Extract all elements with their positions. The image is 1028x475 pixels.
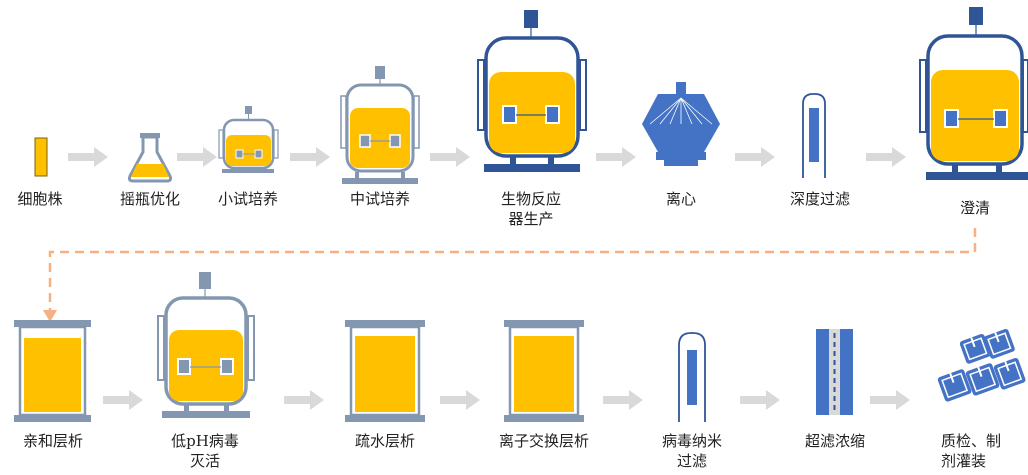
small-reactor-icon	[218, 106, 279, 173]
flow-arrow	[68, 147, 108, 167]
dashed-connector	[43, 228, 977, 322]
step-label-cell-strain: 细胞株	[17, 190, 63, 208]
flow-arrow	[596, 147, 636, 167]
step-label-centrifuge: 离心	[665, 190, 696, 208]
step-label-low-ph-inactivation: 低pH病毒 灭活	[171, 432, 239, 470]
cell-strain-icon	[34, 137, 48, 177]
hydrophobic-column-icon	[345, 320, 425, 422]
flow-arrow	[103, 390, 143, 410]
flow-arrow	[430, 147, 470, 167]
bioreactor-icon	[477, 10, 587, 172]
step-label-small-scale-culture: 小试培养	[217, 190, 278, 208]
flow-arrow	[870, 390, 910, 410]
flow-arrow	[290, 147, 330, 167]
step-label-affinity-chromatography: 亲和层析	[22, 432, 83, 450]
affinity-column-icon	[14, 320, 91, 422]
shake-flask-icon	[127, 133, 173, 183]
ultrafiltration-module-icon	[816, 329, 853, 415]
step-label-shake-flask: 摇瓶优化	[119, 190, 180, 208]
clarification-tank-icon	[919, 7, 1028, 180]
flow-arrow	[284, 390, 324, 410]
flow-arrow	[603, 390, 643, 410]
step-label-bioreactor-production: 生物反应 器生产	[500, 190, 561, 228]
step-label-hydrophobic-chromatography: 疏水层析	[354, 432, 415, 450]
ion-exchange-column-icon	[504, 320, 584, 422]
nanofilter-icon	[678, 332, 706, 422]
centrifuge-icon	[642, 82, 720, 166]
step-label-pilot-scale-culture: 中试培养	[349, 190, 410, 208]
depth-filter-icon	[802, 93, 826, 178]
low-ph-tank-icon	[157, 272, 255, 418]
flow-arrow	[740, 390, 780, 410]
flow-arrow	[735, 147, 775, 167]
step-label-virus-nanofiltration: 病毒纳米 过滤	[661, 432, 722, 470]
pilot-reactor-icon	[340, 66, 420, 184]
step-label-ion-exchange-chromatography: 离子交换层析	[498, 432, 589, 450]
flow-arrow	[866, 147, 906, 167]
flow-arrow	[440, 390, 480, 410]
flow-arrow	[177, 147, 217, 167]
packaging-boxes-icon	[937, 328, 1026, 402]
step-label-qc-formulation-filling: 质检、制 剂灌装	[941, 432, 1002, 470]
step-label-depth-filtration: 深度过滤	[789, 190, 850, 208]
step-label-clarification: 澄清	[959, 199, 990, 217]
step-label-ultrafiltration-concentration: 超滤浓缩	[804, 432, 865, 450]
